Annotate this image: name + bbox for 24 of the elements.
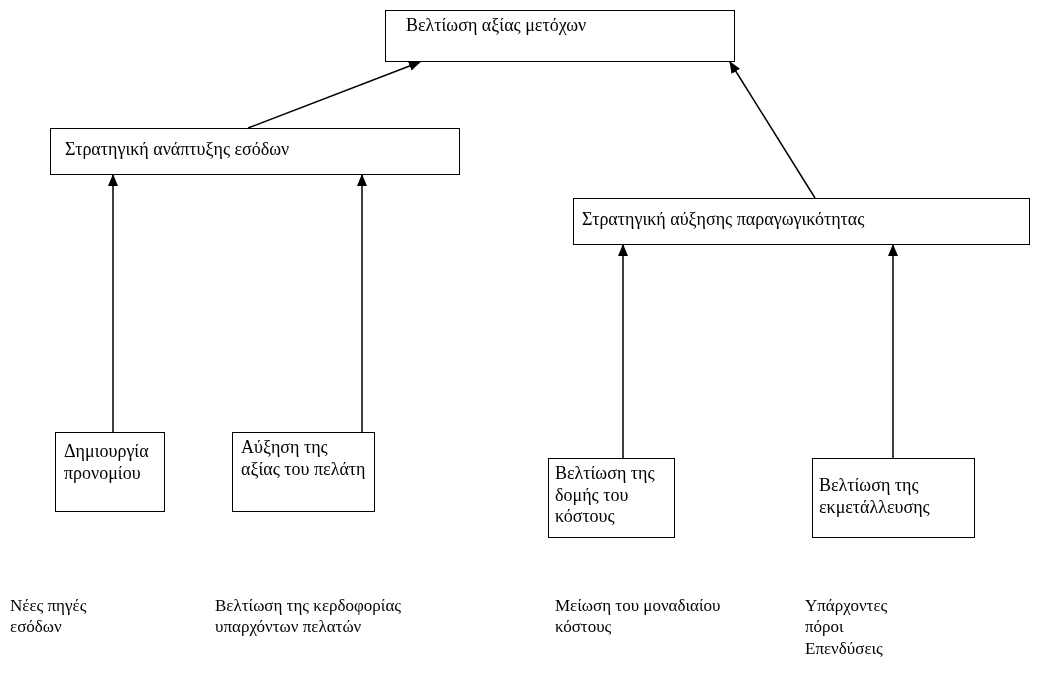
text-box — [548, 458, 675, 538]
text-box — [55, 432, 165, 512]
arrow — [357, 174, 367, 433]
box-label: Βελτίωση της εκμετάλλευσης — [819, 475, 931, 519]
box-label: Δημιουργία προνομίου — [64, 441, 150, 485]
arrow — [618, 244, 628, 459]
box-label: Αύξηση της αξίας του πελάτη — [241, 437, 366, 481]
box-label: Στρατηγική ανάπτυξης εσόδων — [65, 139, 290, 161]
arrow — [888, 244, 898, 459]
outcome-text: Νέες πηγές εσόδων — [10, 595, 88, 638]
text-box — [232, 432, 375, 512]
arrow — [247, 61, 421, 129]
outcome-text: Μείωση του μοναδιαίου κόστους — [555, 595, 722, 638]
box-label: Στρατηγική αύξησης παραγωγικότητας — [582, 209, 865, 231]
arrow — [729, 61, 816, 199]
box-label: Βελτίωση αξίας μετόχων — [406, 15, 587, 37]
box-label: Βελτίωση της δομής του κόστους — [555, 463, 656, 528]
text-box — [50, 128, 460, 175]
outcome-text: Υπάρχοντες πόροι Επενδύσεις — [805, 595, 889, 659]
text-box — [573, 198, 1030, 245]
arrow — [108, 174, 118, 433]
text-box — [812, 458, 975, 538]
outcome-text: Βελτίωση της κερδοφορίας υπαρχόντων πελατών — [215, 595, 403, 638]
text-box — [385, 10, 735, 62]
